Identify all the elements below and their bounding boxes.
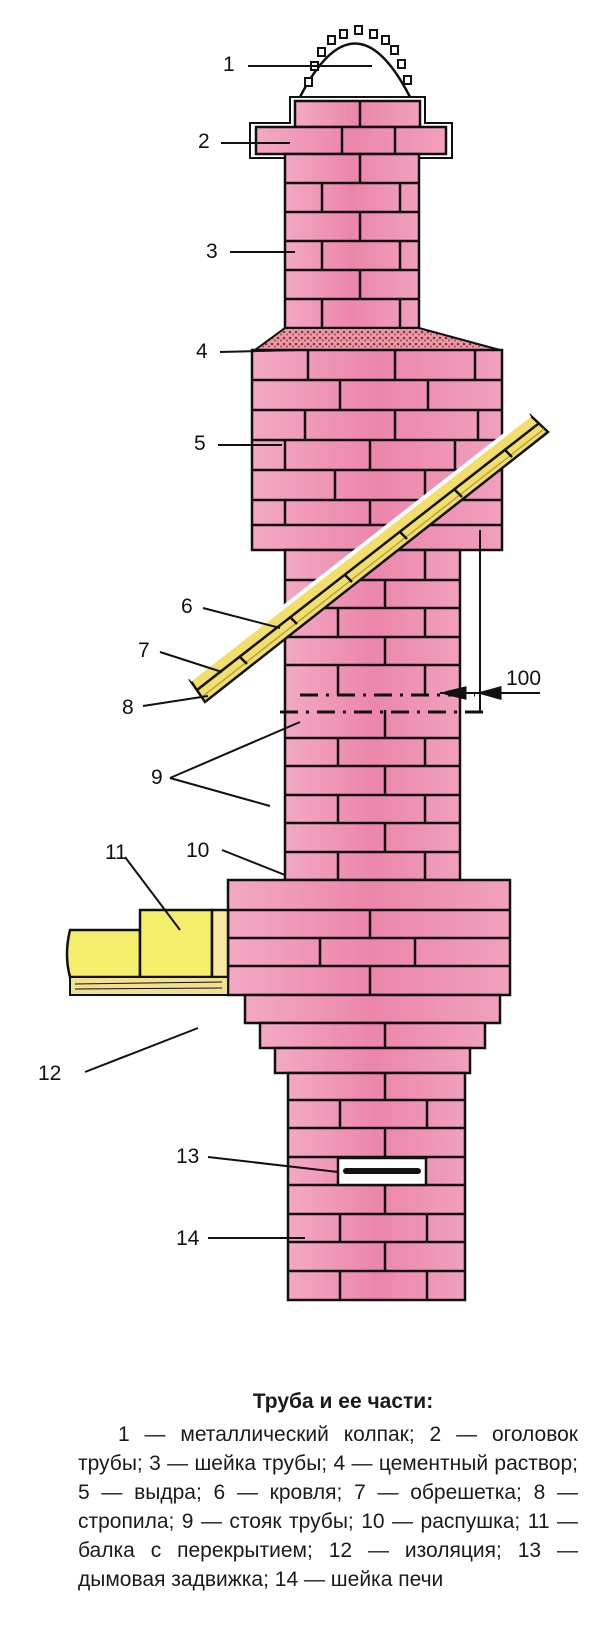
smoke-damper [336, 1156, 428, 1187]
insulation [69, 976, 229, 996]
fluffing-section [226, 878, 512, 1075]
label-11: 11 [105, 841, 127, 864]
label-14: 14 [176, 1227, 200, 1250]
label-6: 6 [181, 595, 193, 618]
label-1: 1 [223, 53, 235, 76]
label-12: 12 [38, 1062, 62, 1085]
chimney-diagram [65, 25, 550, 1302]
label-4: 4 [196, 340, 208, 363]
figure-caption: Труба и ее части: 1 — металлический колп… [78, 1390, 578, 1594]
label-13: 13 [176, 1145, 200, 1168]
roof-assembly [188, 413, 550, 704]
label-8: 8 [122, 696, 134, 719]
label-10: 10 [186, 839, 210, 862]
chimney-riser [283, 548, 462, 882]
metal-cap [298, 25, 412, 98]
otter-section [250, 348, 504, 552]
chimney-head [249, 96, 453, 159]
label-2: 2 [198, 130, 210, 153]
dimension-100-label: 100 [506, 667, 542, 690]
label-7: 7 [138, 639, 150, 662]
dimension-lines [280, 530, 540, 714]
caption-body: 1 — металлический колпак; 2 — оголовок т… [78, 1423, 578, 1591]
label-3: 3 [206, 240, 218, 263]
leader-lines [84, 65, 372, 1239]
cement-mortar [251, 327, 501, 351]
stove-neck [286, 1071, 467, 1302]
chimney-neck [283, 152, 421, 330]
label-9: 9 [151, 766, 163, 789]
caption-title: Труба и ее части: [252, 1390, 434, 1413]
beam-with-floor [65, 908, 230, 979]
label-5: 5 [194, 432, 206, 455]
